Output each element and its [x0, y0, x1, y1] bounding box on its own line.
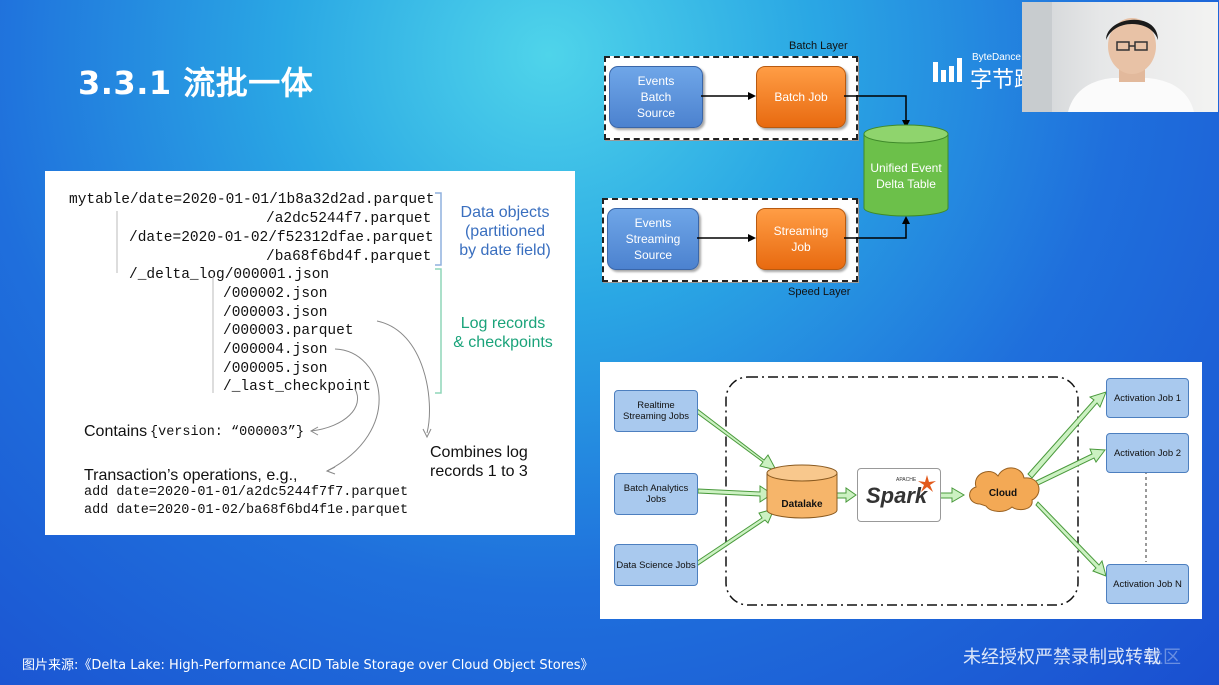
- logo-brand-text: ByteDance: [972, 52, 1021, 63]
- path-line: /000003.parquet: [223, 323, 354, 339]
- input-data-science: Data Science Jobs: [614, 544, 698, 586]
- spark-node: APACHE Spark: [857, 468, 941, 522]
- bytedance-logo-icon: [933, 58, 962, 82]
- transaction-arrow: [326, 348, 380, 472]
- spark-apache-text: APACHE: [896, 477, 917, 483]
- lambda-arrows: [697, 92, 949, 242]
- speed-layer-label: Speed Layer: [788, 286, 851, 298]
- path-line: /000005.json: [223, 361, 328, 377]
- batch-layer-label: Batch Layer: [789, 40, 848, 52]
- path-line: /000002.json: [223, 286, 328, 302]
- image-source-note: 图片来源:《Delta Lake: High-Performance ACID …: [22, 658, 594, 673]
- op-line: add date=2020-01-01/a2dc5244f7f7.parquet: [84, 485, 409, 500]
- spark-logo-text: Spark: [866, 483, 928, 508]
- output-activation-job-2: Activation Job 2: [1106, 433, 1189, 473]
- webcam-video: [1022, 2, 1218, 112]
- cloud-label: Cloud: [988, 488, 1018, 499]
- unified-table-label: Unified Event Delta Table: [870, 161, 942, 191]
- output-activation-job-n: Activation Job N: [1106, 564, 1189, 604]
- contains-arrow: [310, 388, 359, 432]
- batch-job-node: Batch Job: [756, 66, 846, 128]
- path-line: /000003.json: [223, 305, 328, 321]
- community-watermark: 社区: [1145, 647, 1181, 668]
- spark-star-icon: [918, 475, 936, 492]
- tree-lines: [116, 192, 442, 475]
- path-line: mytable/date=2020-01-01/1b8a32d2ad.parqu…: [69, 192, 435, 208]
- pipeline-graphics: [693, 376, 1147, 606]
- output-activation-job-1: Activation Job 1: [1106, 378, 1189, 418]
- combines-arrow: [376, 320, 430, 434]
- datalake-cylinder-icon: [766, 464, 838, 519]
- path-line: /_last_checkpoint: [223, 379, 371, 395]
- log-records-note: Log records & checkpoints: [453, 315, 553, 351]
- data-objects-bracket: [435, 192, 442, 266]
- cloud-icon: [969, 467, 1040, 512]
- combines-note: Combines log records 1 to 3: [430, 444, 528, 480]
- datalake-label: Datalake: [781, 499, 823, 510]
- path-line: /a2dc5244f7.parquet: [266, 211, 432, 227]
- log-records-bracket: [435, 268, 442, 394]
- presenter-figure: [1022, 2, 1194, 112]
- path-line: /_delta_log/000001.json: [129, 267, 330, 283]
- copyright-watermark: 未经授权严禁录制或转载: [963, 647, 1161, 668]
- path-line: /000004.json: [223, 342, 328, 358]
- contains-code: {version: “000003”}: [150, 425, 304, 440]
- path-line: /date=2020-01-02/f52312dfae.parquet: [129, 230, 434, 246]
- cylinder-icon: [863, 124, 949, 217]
- slide-title: 3.3.1 流批一体: [78, 64, 314, 102]
- transaction-label: Transaction’s operations, e.g.,: [84, 467, 298, 484]
- contains-label: Contains: [84, 423, 148, 440]
- op-line: add date=2020-01-02/ba68f6bd4f1e.parquet: [84, 503, 409, 518]
- path-line: /ba68f6bd4f.parquet: [266, 249, 432, 265]
- delta-log-panel: mytable/date=2020-01-01/1b8a32d2ad.parqu…: [45, 171, 575, 535]
- data-objects-note: Data objects (partitioned by date field): [459, 204, 551, 259]
